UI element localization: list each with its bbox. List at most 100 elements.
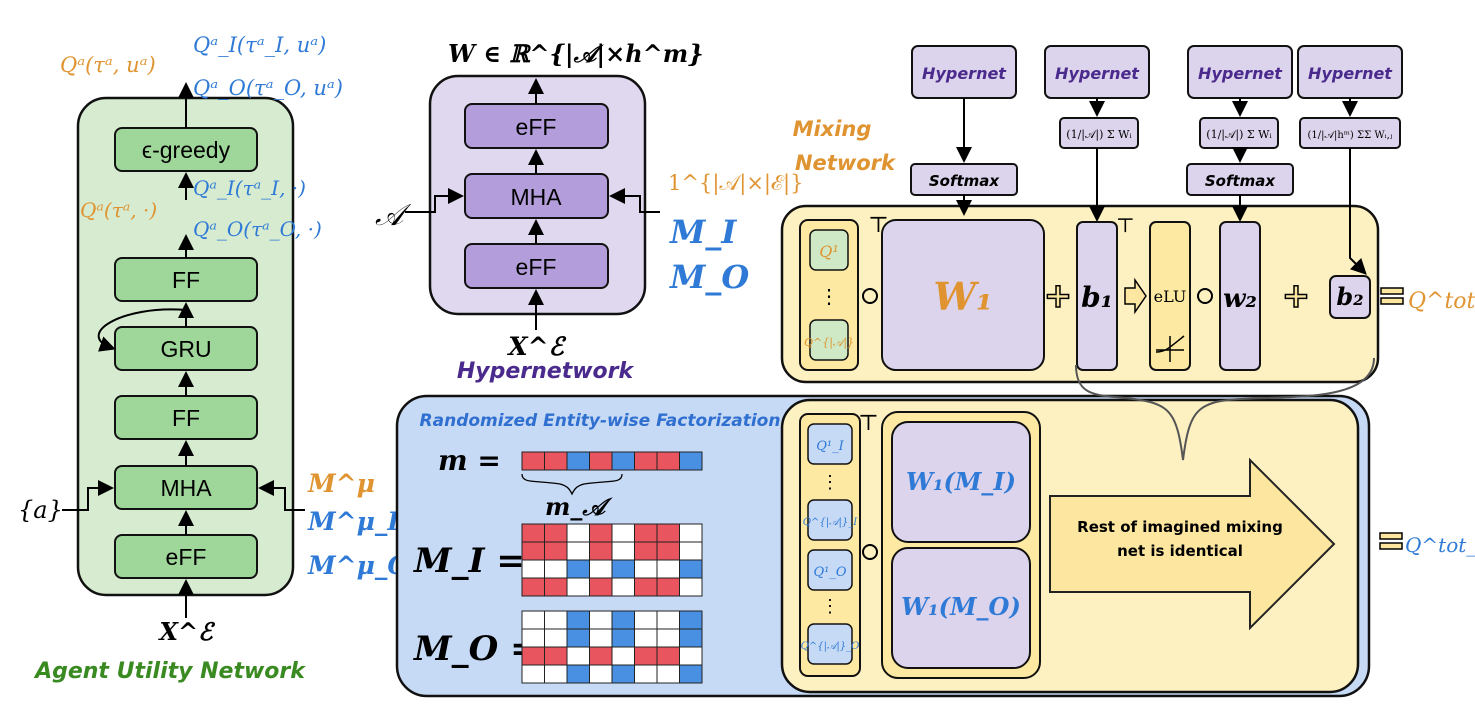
qo-top-box <box>807 549 853 591</box>
randomized-factorization: Randomized Entity-wise Factorization m =… <box>395 394 1475 698</box>
hyper-input-x: X^ℰ <box>506 332 566 361</box>
q-io-transpose: ⊤ <box>858 411 879 436</box>
q-bottom-label: Q^{|𝒜|} <box>804 336 854 350</box>
qi-bottom-label: Q^{|𝒜|}_I <box>803 517 859 528</box>
agent-input-a: {a} <box>18 496 63 524</box>
softmax-label-2: Softmax <box>1205 172 1277 190</box>
b1-transpose: ⊤ <box>1116 213 1135 237</box>
mi-matrix-cell <box>521 559 545 579</box>
m-a-label: m_𝒜 <box>545 492 613 521</box>
b2-label: b₂ <box>1336 282 1363 311</box>
mo-matrix-cell <box>566 646 590 666</box>
mi-matrix-cell <box>566 523 590 543</box>
mi-matrix-cell <box>544 559 568 579</box>
hypernet-label-2: Hypernet <box>1055 64 1140 83</box>
q-tot-aux-label: Q^tot_aux <box>1405 533 1475 557</box>
mean-label-3: (1/|𝒜|hᵐ) ΣΣ Wᵢ,ⱼ <box>1308 130 1393 141</box>
mixing-network: Mixing Network Hypernet Hypernet Hyperne… <box>780 45 1475 384</box>
mo-matrix-cell <box>544 628 568 648</box>
mha-label: MHA <box>160 475 212 501</box>
mi-matrix-cell <box>589 523 613 543</box>
agent-mask-mo: M^μ_O <box>307 551 409 580</box>
mo-label: M_O = <box>413 629 539 669</box>
qi-bottom-box <box>807 499 853 541</box>
mixing-arrows <box>956 98 1367 275</box>
mi-matrix-cell <box>544 523 568 543</box>
agent-input-x: X^ℰ <box>157 617 216 646</box>
hyper-mha-label: MHA <box>510 184 562 210</box>
q-bottom-box <box>809 319 849 361</box>
hypernetwork: eFF MHA eFF W ∈ ℝ^{|𝒜|×h^m} 𝒜 X^ℰ 1^{|𝒜|… <box>375 39 803 384</box>
eff-label: eFF <box>166 544 207 570</box>
w2-block <box>1219 221 1261 371</box>
agent-mask-m: M^μ <box>307 469 375 498</box>
equals-op-1 <box>1380 287 1404 305</box>
hypernetwork-arrows <box>405 78 660 330</box>
m-vector-cell <box>521 451 545 471</box>
hypernet-label-4: Hypernet <box>1308 64 1393 83</box>
qo-bottom-label: Q^{|𝒜|}_O <box>801 641 860 652</box>
qi-top-box <box>807 423 853 465</box>
hyper-mi: M_I <box>669 213 737 251</box>
mi-matrix-cell <box>634 523 658 543</box>
agent-arrows <box>62 82 305 618</box>
m-vector <box>521 451 703 471</box>
mean-box-1 <box>1059 117 1139 149</box>
gru-label: GRU <box>160 336 211 362</box>
elu-arrow-op <box>1124 277 1147 315</box>
agent-mid-qi: Qᵃ_I(τᵃ_I, ·) <box>193 176 306 200</box>
elu-block <box>1149 221 1191 371</box>
q-tot-label: Q^tot <box>1408 289 1475 314</box>
hyper-ones: 1^{|𝒜|×|ℰ|} <box>668 171 803 196</box>
mo-matrix-cell <box>634 664 658 684</box>
mo-matrix-cell <box>679 646 703 666</box>
egreedy-label: ϵ-greedy <box>142 137 231 163</box>
mi-matrix-cell <box>656 559 680 579</box>
hypernet-label-3: Hypernet <box>1198 64 1283 83</box>
ff-top-label: FF <box>172 267 200 293</box>
qo-bottom-box <box>807 623 853 665</box>
q-top-label: Q¹ <box>819 242 839 261</box>
w1-mo-block <box>891 547 1031 669</box>
q-dots: ⋮ <box>819 284 839 308</box>
rest-identical-arrow <box>1049 457 1336 631</box>
mi-matrix-cell <box>589 577 613 597</box>
mi-matrix-cell <box>566 541 590 561</box>
qo-top-label: Q¹_O <box>813 565 846 580</box>
mo-matrix <box>521 610 703 684</box>
hyper-eff-bottom-label: eFF <box>516 254 557 280</box>
mo-matrix-cell <box>566 610 590 630</box>
agent-mid-qo: Qᵃ_O(τᵃ_O, ·) <box>193 217 322 241</box>
mi-matrix-cell <box>656 541 680 561</box>
b2-block <box>1329 275 1371 319</box>
mo-matrix-cell <box>589 664 613 684</box>
mi-matrix-cell <box>521 577 545 597</box>
q-top-box <box>809 229 849 271</box>
mi-matrix-cell <box>611 541 635 561</box>
mo-matrix-cell <box>611 646 635 666</box>
plus-op-2: + <box>1282 276 1311 316</box>
m-vector-cell <box>544 451 568 471</box>
mo-matrix-cell <box>566 628 590 648</box>
mi-matrix-cell <box>634 541 658 561</box>
mi-label: M_I = <box>413 541 525 581</box>
mo-matrix-cell <box>589 646 613 666</box>
mo-matrix-cell <box>589 628 613 648</box>
w1-block <box>881 219 1045 371</box>
m-vector-cell <box>634 451 658 471</box>
mi-matrix-cell <box>611 523 635 543</box>
mo-matrix-cell <box>656 610 680 630</box>
agent-title: Agent Utility Network <box>33 659 306 684</box>
mo-matrix-cell <box>611 664 635 684</box>
qi-top-label: Q¹_I <box>816 439 844 454</box>
mo-matrix-cell <box>679 664 703 684</box>
hyper-eff-top-label: eFF <box>516 114 557 140</box>
w1-mo-label: W₁(M_O) <box>901 592 1021 621</box>
mi-matrix-cell <box>589 541 613 561</box>
mi-matrix <box>521 523 703 597</box>
softmax-label-1: Softmax <box>929 172 1001 190</box>
hadamard-op-3 <box>862 544 878 560</box>
mi-matrix-cell <box>566 559 590 579</box>
mi-matrix-cell <box>679 577 703 597</box>
elu-curve-icon <box>1155 335 1185 362</box>
